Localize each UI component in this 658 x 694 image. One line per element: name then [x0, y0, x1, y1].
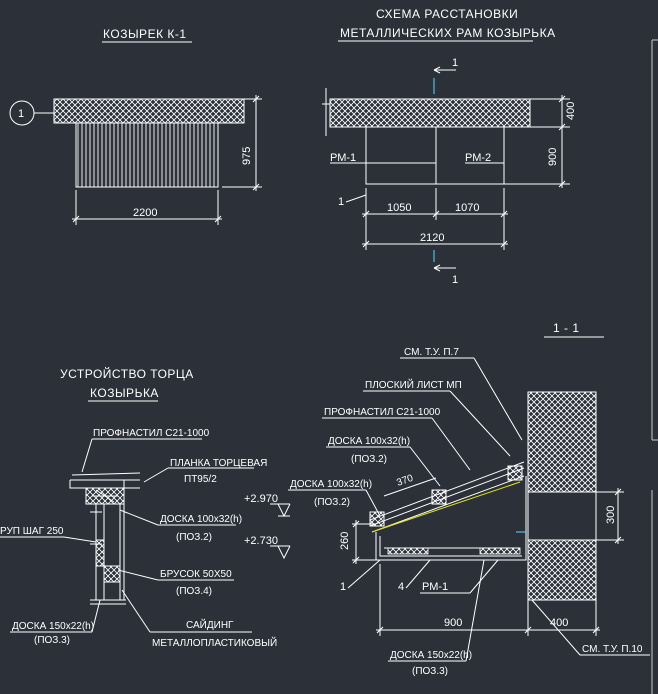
view4-label-doska-2: (ПОЗ.2)	[351, 454, 387, 465]
view2-label-rm1: РМ-1	[330, 152, 356, 164]
view3-title-line2: КОЗЫРЬКА	[90, 386, 159, 400]
layout-roof-hatch	[329, 98, 531, 128]
view3-label-doska150-2: (ПОЗ.3)	[34, 635, 70, 646]
view3-label-doska-1: ДОСКА 100х32(h)	[160, 514, 242, 525]
view4-dim-260: 260	[339, 532, 351, 550]
view4-label-doska-b2: (ПОЗ.2)	[314, 497, 350, 508]
view4-label-doska150-1: ДОСКА 150х22(h)	[390, 650, 472, 661]
view-canopy-k1: КОЗЫРЕК К-1 1 2200 975	[9, 27, 262, 225]
view4-label-rm1: РМ-1	[422, 581, 448, 593]
view3-label-doska-2: (ПОЗ.2)	[176, 532, 212, 543]
view4-label-ploskiy: ПЛОСКИЙ ЛИСТ МП	[365, 378, 462, 391]
view4-label-sm-tu10: СМ. Т.У. П.10	[582, 644, 643, 655]
drawing-frame	[651, 39, 658, 694]
view2-section-mark-top: 1	[452, 57, 458, 69]
view1-dim-height: 975	[241, 147, 253, 165]
view2-dim-400: 400	[565, 102, 577, 120]
view3-label-sayding-1: САЙДИНГ	[186, 618, 234, 631]
canopy-siding	[75, 122, 219, 188]
view4-dim-300: 300	[605, 506, 617, 524]
view3-label-planka-1: ПЛАНКА ТОРЦЕВАЯ	[170, 458, 267, 469]
view4-label-4: 4	[398, 581, 404, 593]
view-end-construction: УСТРОЙСТВО ТОРЦА КОЗЫРЬКА ПРОФНАСТИЛ С21…	[0, 366, 291, 649]
view4-label-doska-1: ДОСКА 100х32(h)	[328, 436, 410, 447]
view2-title-line1: СХЕМА РАССТАНОВКИ	[376, 7, 518, 21]
view4-title: 1 - 1	[553, 321, 580, 335]
view2-label-1: 1	[338, 196, 344, 208]
view1-callout: 1	[18, 108, 24, 120]
view3-label-profnastil: ПРОФНАСТИЛ С21-1000	[93, 428, 210, 439]
wall-upper	[527, 391, 597, 493]
view3-label-shurup: РУП ШАГ 250	[0, 526, 64, 537]
view4-label-doska-b1: ДОСКА 100х32(h)	[290, 479, 372, 490]
view2-section-mark-bottom: 1	[452, 274, 458, 286]
view4-dim-900: 900	[444, 617, 462, 629]
view1-title: КОЗЫРЕК К-1	[103, 27, 187, 41]
view2-dim-1050: 1050	[387, 202, 411, 214]
view3-level-bottom: +2.730	[244, 535, 278, 547]
view-section-1-1: 1 - 1 СМ. Т.У. П.7 ПЛОСКИЙ ЛИСТ МП ПРОФН…	[288, 321, 650, 677]
view3-level-top: +2.970	[244, 493, 278, 505]
view4-label-sm-tu7: СМ. Т.У. П.7	[404, 347, 459, 358]
view2-dim-2120: 2120	[420, 232, 444, 244]
view3-title-line1: УСТРОЙСТВО ТОРЦА	[60, 366, 194, 381]
view3-label-brusok-2: (ПОЗ.4)	[176, 586, 212, 597]
canopy-roof-hatch	[53, 98, 245, 124]
view2-dim-1070: 1070	[455, 202, 479, 214]
view3-label-sayding-2: МЕТАЛЛОПЛАСТИКОВЫЙ	[152, 636, 277, 649]
view2-label-rm2: РМ-2	[465, 152, 491, 164]
view4-dim-400: 400	[550, 617, 568, 629]
view2-title-line2: МЕТАЛЛИЧЕСКИХ РАМ КОЗЫРЬКА	[340, 26, 556, 40]
view2-dim-900: 900	[547, 148, 559, 166]
view4-label-doska150-2: (ПОЗ.3)	[412, 666, 448, 677]
wall-lower	[527, 539, 597, 601]
view1-dim-width: 2200	[133, 207, 157, 219]
view-frame-layout: СХЕМА РАССТАНОВКИ МЕТАЛЛИЧЕСКИХ РАМ КОЗЫ…	[322, 7, 577, 286]
view4-label-profnastil: ПРОФНАСТИЛ С21-1000	[324, 407, 441, 418]
view4-label-1: 1	[340, 581, 346, 593]
view3-label-doska150-1: ДОСКА 150х22(h)	[12, 621, 94, 632]
view3-label-brusok-1: БРУСОК 50Х50	[160, 569, 232, 580]
view3-label-planka-2: ПТ95/2	[184, 474, 217, 485]
